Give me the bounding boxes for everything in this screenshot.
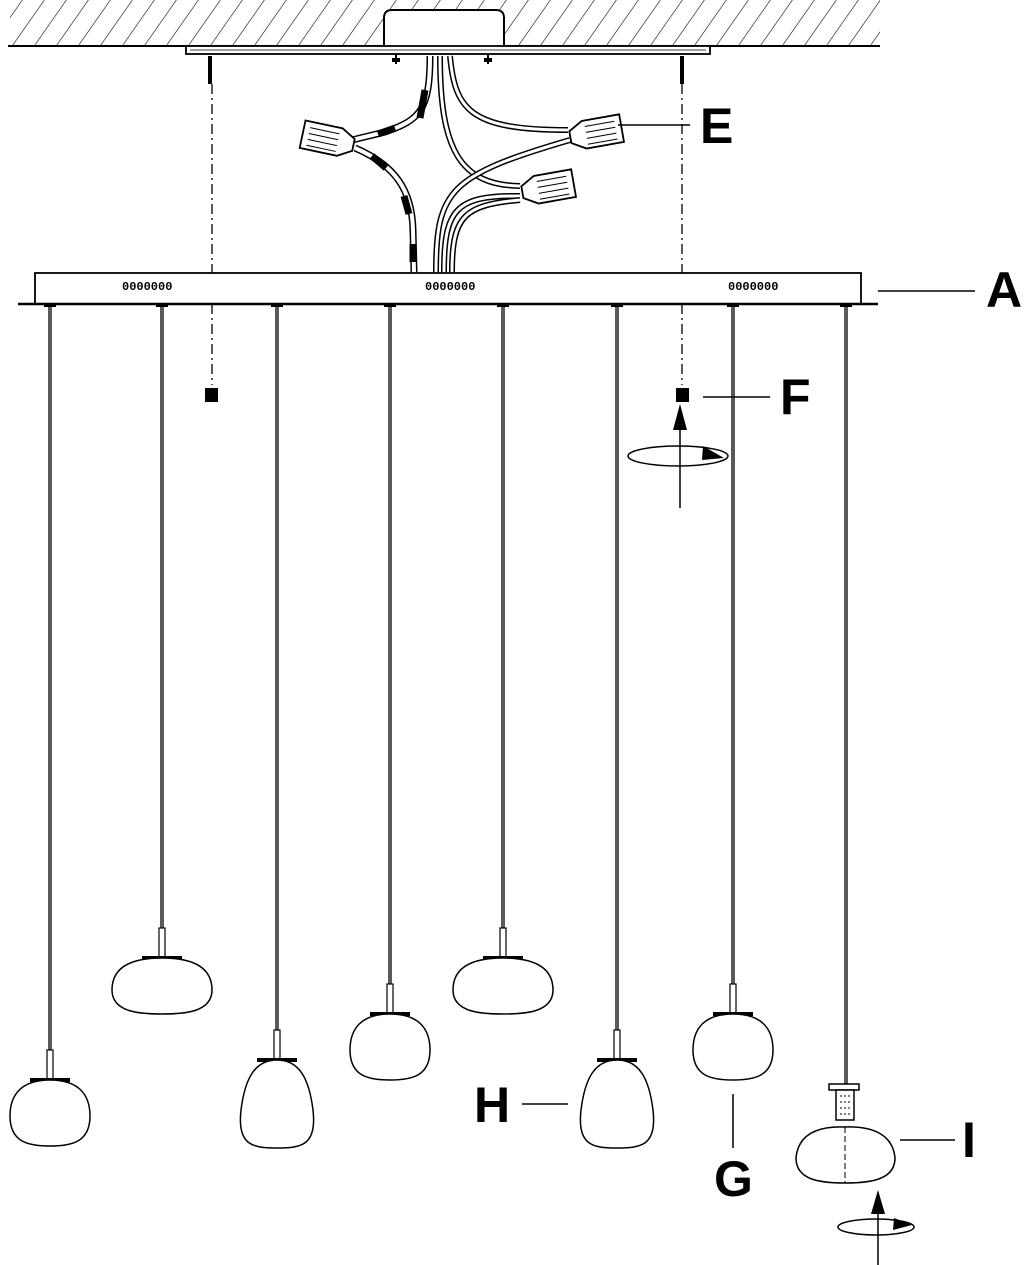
pendant-socket: [729, 983, 737, 1015]
glass-shade-separate: [795, 1083, 896, 1184]
pendant-socket: [273, 1029, 281, 1061]
callout-a: A: [986, 262, 1022, 318]
threaded-rod-right: [680, 56, 684, 385]
pendant-mount: [44, 303, 56, 307]
callout-f: F: [780, 369, 811, 425]
pendant-mount: [727, 303, 739, 307]
terminal-mark-left: 0000000: [122, 280, 172, 294]
pendant-glass-shade: [111, 957, 213, 1015]
threaded-rod-left: [208, 56, 213, 385]
pendant-glass-shade: [579, 1059, 655, 1149]
pendant-mount: [156, 303, 168, 307]
pendant-socket: [386, 983, 394, 1015]
pendant-socket: [158, 927, 166, 959]
pendant-lamps: [9, 303, 852, 1149]
rotate-arrow-nut: [627, 404, 729, 508]
pendant-8: [840, 303, 852, 1084]
pendant-6: [579, 303, 655, 1149]
pendant-glass-shade: [349, 1013, 431, 1081]
pendant-socket: [46, 1049, 54, 1081]
callout-h: H: [474, 1077, 510, 1133]
pendant-7: [692, 303, 774, 1081]
pendant-5: [452, 303, 554, 1015]
pendant-4: [349, 303, 431, 1081]
callout-i: I: [962, 1112, 976, 1168]
wire-connector-lower-right: [520, 168, 578, 205]
plate-screws: [392, 54, 492, 64]
terminal-mark-right: 0000000: [728, 280, 778, 294]
pendant-mount: [497, 303, 509, 307]
junction-box: [383, 9, 505, 46]
pendant-glass-shade: [239, 1059, 315, 1149]
pendant-glass-shade: [452, 957, 554, 1015]
wire-connector-upper-right: [568, 113, 626, 150]
leader-lines: [522, 124, 975, 1148]
pendant-2: [111, 303, 213, 1015]
terminal-mark-center: 0000000: [425, 280, 475, 294]
wires: [351, 55, 571, 273]
mounting-plate: [185, 45, 711, 55]
fixing-nut-left: [205, 388, 218, 402]
rotate-arrow-shade: [837, 1190, 915, 1265]
pendant-mount: [840, 303, 852, 307]
pendant-glass-shade: [692, 1013, 774, 1081]
pendant-glass-shade: [9, 1079, 91, 1147]
pendant-3: [239, 303, 315, 1149]
pendant-1: [9, 303, 91, 1147]
callout-g: G: [714, 1151, 753, 1207]
pendant-mount: [271, 303, 283, 307]
fixing-nut-right: [676, 388, 689, 402]
wire-connector-left: [298, 119, 356, 157]
pendant-socket: [499, 927, 507, 959]
pendant-socket: [613, 1029, 621, 1061]
canopy-bar: 0000000 0000000 0000000: [18, 272, 878, 306]
callout-e: E: [700, 98, 733, 154]
pendant-mount: [384, 303, 396, 307]
pendant-mount: [611, 303, 623, 307]
